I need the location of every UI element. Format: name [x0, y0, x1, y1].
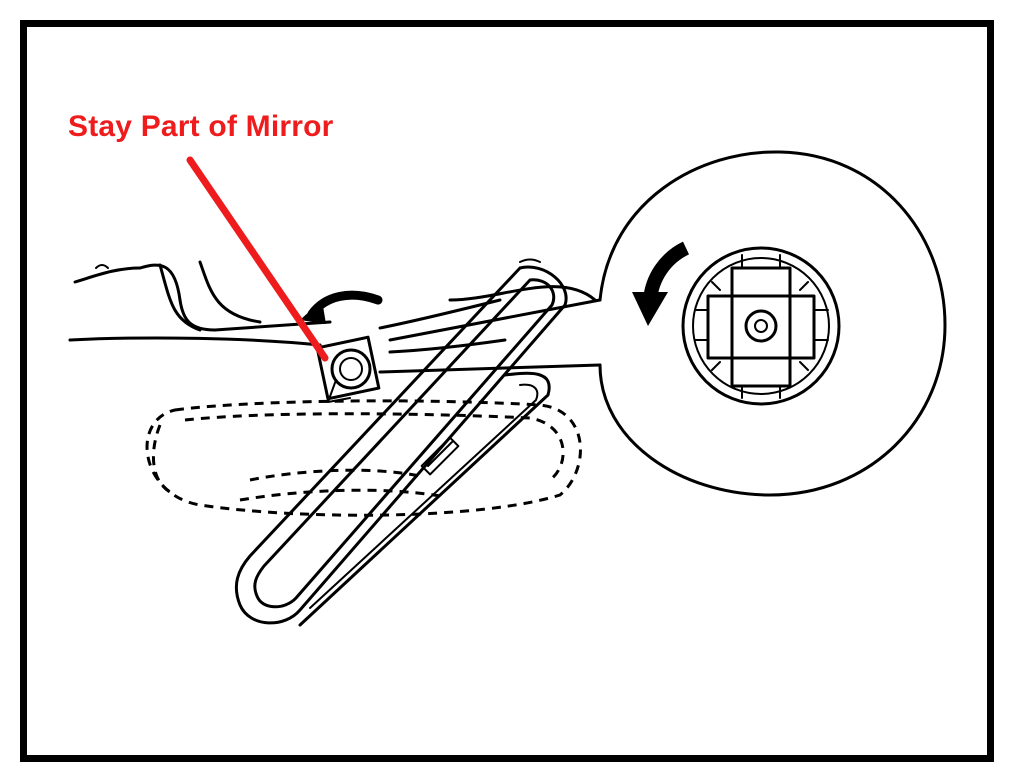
rotate-arrow-icon: [300, 290, 383, 324]
mirror-stay-mount: [315, 335, 381, 403]
mirror-original-position-outline: [145, 399, 582, 517]
stay-part-of-mirror-label: Stay Part of Mirror: [68, 110, 334, 143]
rotation-direction-arrow-icon: [632, 241, 690, 326]
magnifier-connector: [378, 298, 602, 374]
mirror-rotated-body: [234, 258, 597, 627]
diagram-frame: [20, 20, 994, 762]
callout-leader-line: [186, 156, 329, 362]
magnified-detail-circle: [598, 150, 947, 497]
windshield-outline: [68, 260, 507, 354]
